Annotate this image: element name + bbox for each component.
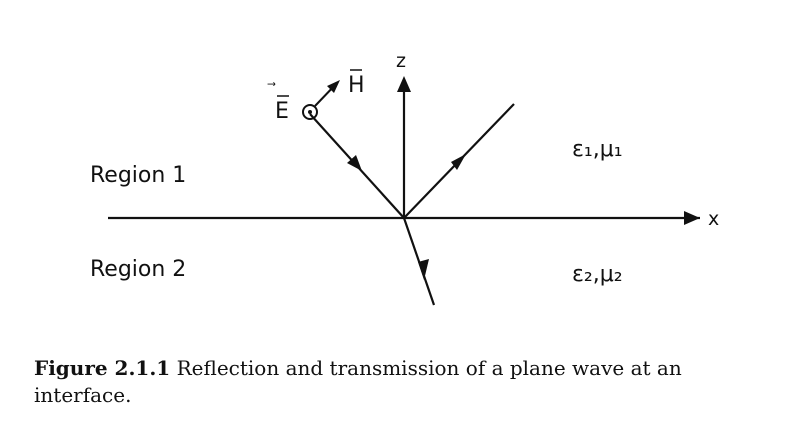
incident-ray-arrow	[347, 155, 362, 171]
medium-2-params: ε₂,μ₂	[572, 262, 623, 287]
figure-caption-text: Reflection and transmission of a plane w…	[34, 356, 682, 407]
e-field-circle-icon	[302, 104, 318, 120]
region-2-label: Region 2	[90, 257, 186, 282]
figure-caption: Figure 2.1.1 Reflection and transmission…	[34, 355, 774, 409]
transmitted-ray-arrow	[418, 259, 429, 280]
transmitted-ray	[402, 217, 436, 306]
medium-1-params: ε₁,μ₁	[572, 137, 623, 162]
plane-wave-diagram: x z E ⃗ H Region 1 Region 2 ε₁,μ₁ ε₂,μ₂	[90, 50, 719, 306]
figure-number: Figure 2.1.1	[34, 356, 171, 380]
e-field-dot-icon	[308, 110, 312, 114]
e-field-vector-mark: ⃗	[267, 82, 276, 87]
e-field-label: E	[275, 99, 289, 124]
h-field-arrowhead	[327, 80, 340, 93]
x-axis-label: x	[708, 208, 719, 230]
x-axis-arrowhead	[684, 211, 700, 225]
z-axis-label: z	[396, 50, 406, 72]
region-1-label: Region 1	[90, 163, 186, 188]
h-field-label: H	[348, 73, 365, 98]
reflected-ray-arrow	[451, 154, 466, 170]
z-axis-arrowhead	[397, 76, 411, 92]
